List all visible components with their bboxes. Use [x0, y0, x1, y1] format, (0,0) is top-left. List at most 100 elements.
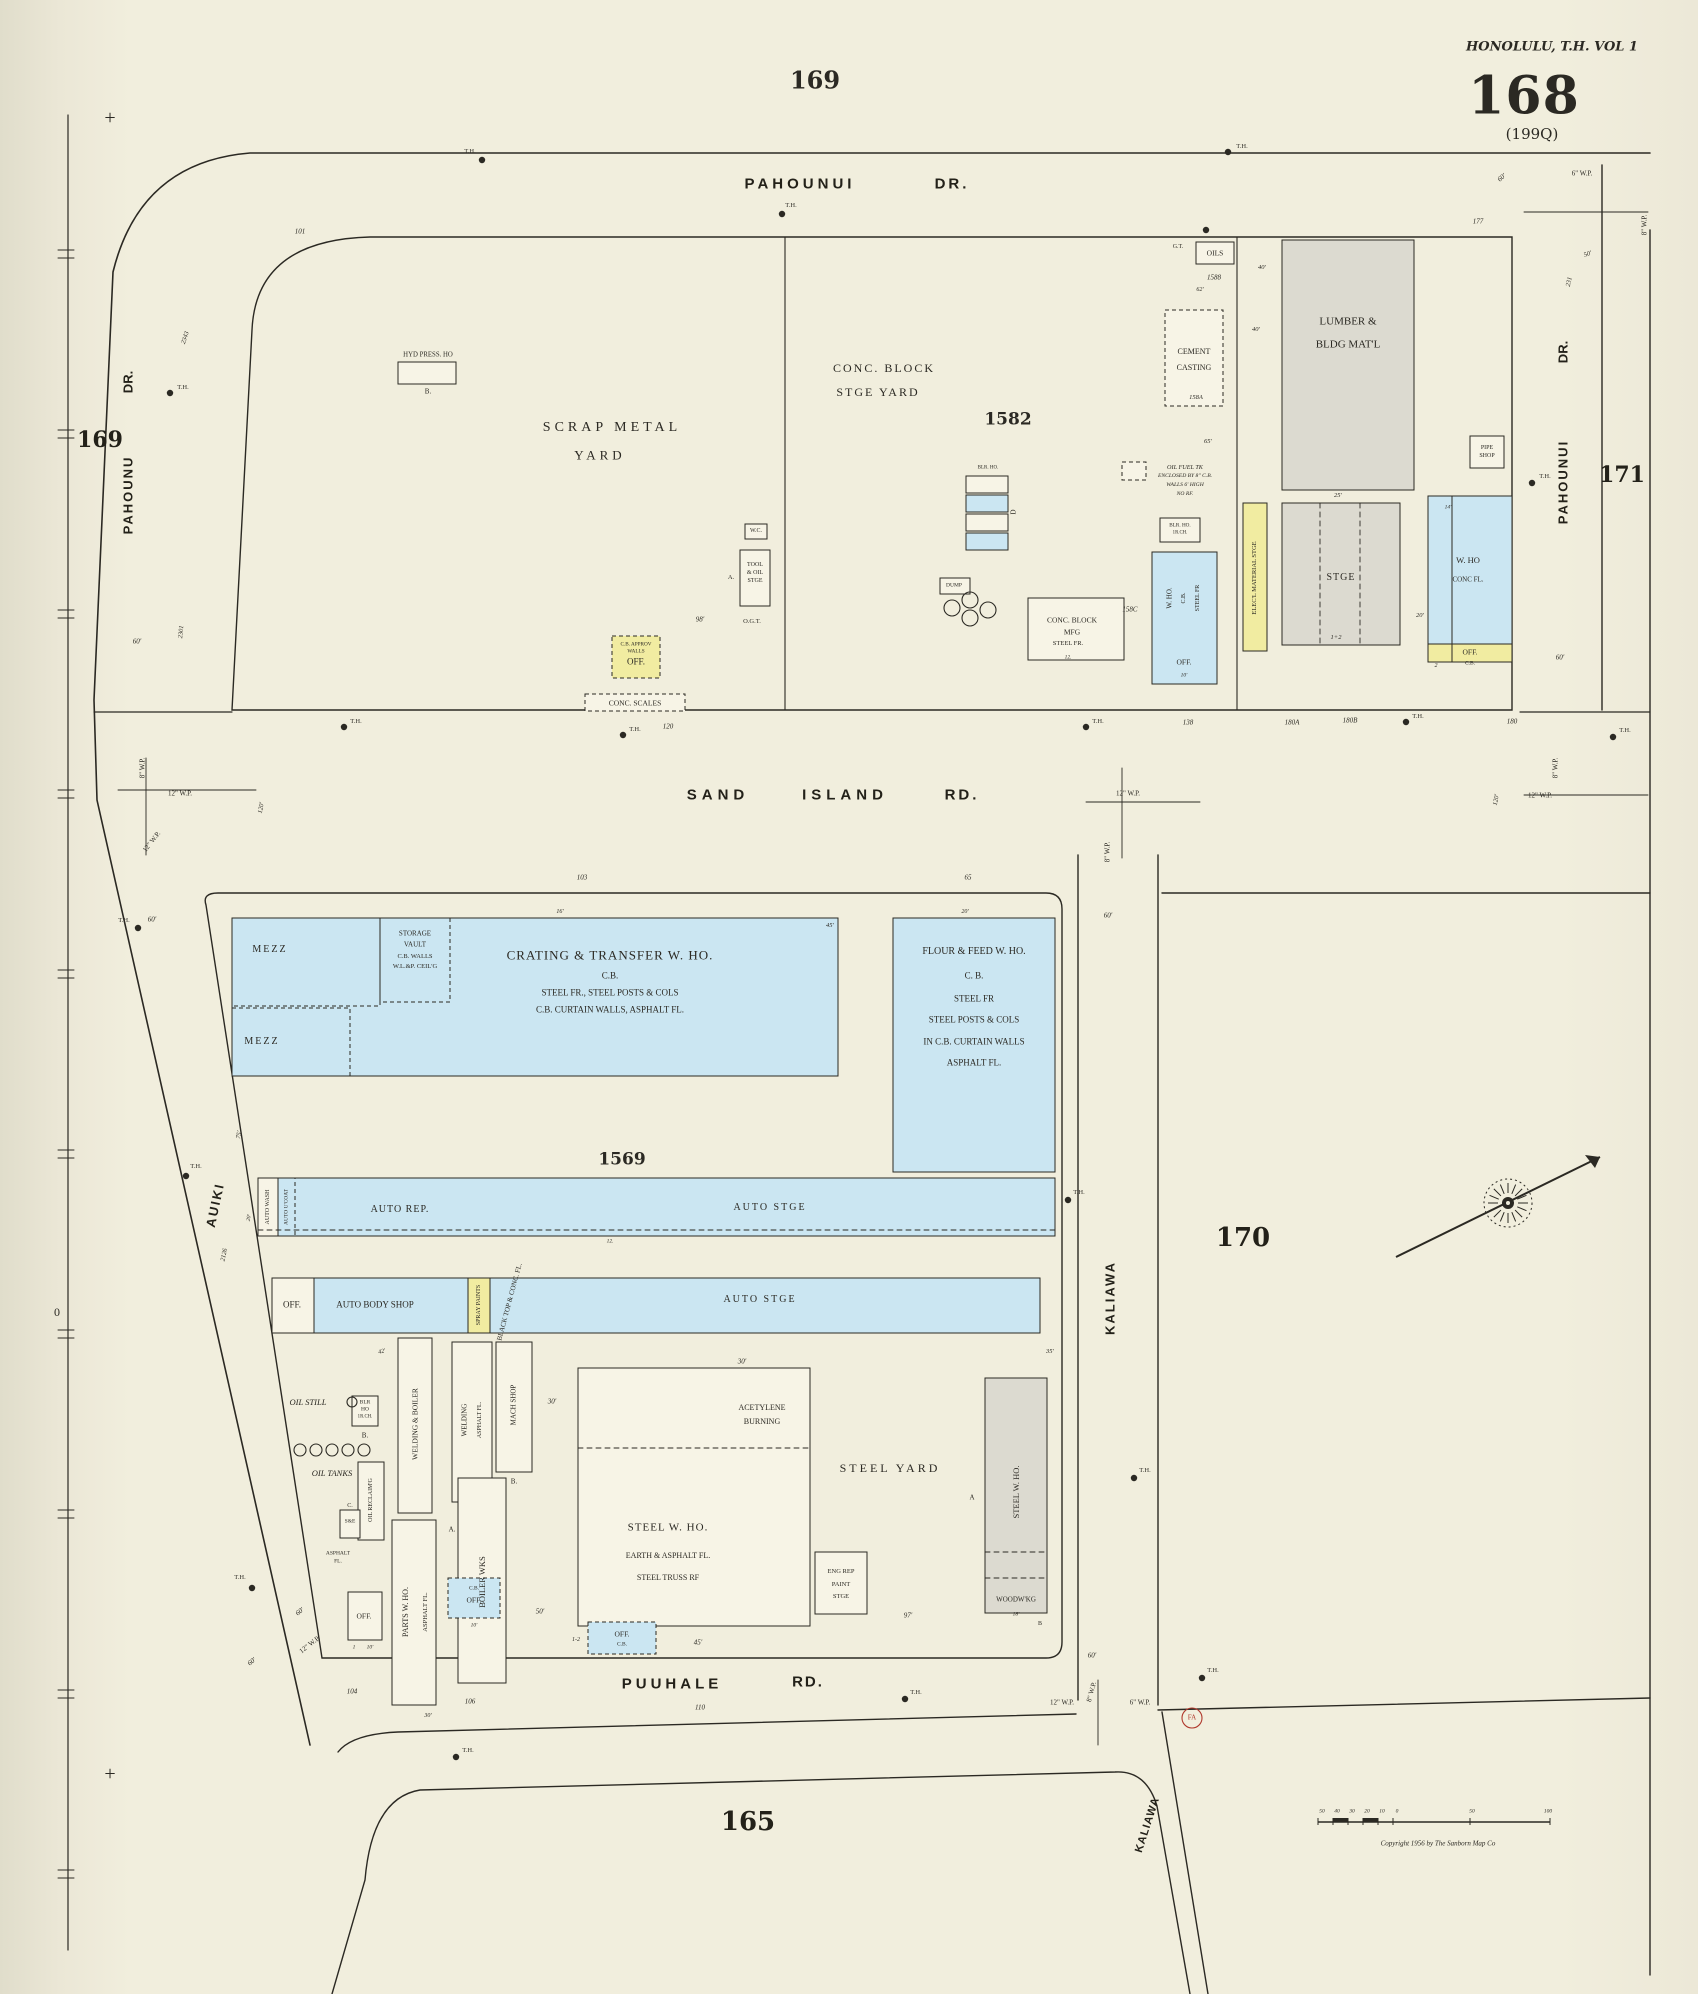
small-building	[339, 1509, 361, 1539]
map-label: ISLAND	[802, 786, 888, 804]
map-label: C.B. CURTAIN WALLS, ASPHALT FL.	[535, 1004, 685, 1015]
map-label: 2126	[219, 1247, 230, 1262]
map-label: 10	[1379, 1808, 1385, 1815]
map-label: ACETYLENE	[738, 1403, 786, 1412]
crating-transfer-warehouse	[231, 917, 839, 1077]
map-label: 120'	[1491, 793, 1501, 806]
map-label: 20'	[961, 909, 969, 915]
map-label: 98'	[695, 615, 705, 624]
map-label: 2343	[179, 330, 191, 346]
th-marker	[1224, 148, 1232, 156]
map-label: RD.	[792, 1673, 824, 1691]
map-label: 40'	[1252, 325, 1260, 333]
compass-tick	[1514, 1209, 1523, 1218]
stge	[1281, 502, 1401, 646]
steel-who-partitions	[984, 1551, 1048, 1579]
map-label: 40	[1334, 1808, 1340, 1815]
eng-rep-paint-stge	[814, 1551, 868, 1615]
map-label: STGE YARD	[836, 385, 920, 399]
map-label: T.H.	[1139, 1466, 1151, 1474]
map-label: T.H.	[1619, 726, 1631, 734]
map-label: 40'	[1258, 263, 1266, 271]
street-label-puuhale-rd: PUUHALE	[621, 1675, 723, 1693]
map-label: AUTO STGE	[733, 1202, 807, 1213]
map-label: 180A	[1284, 718, 1300, 727]
mach-shop	[495, 1341, 533, 1473]
map-label: T.H.	[1412, 712, 1424, 720]
map-label: DUMP	[946, 582, 962, 589]
th-marker	[1082, 723, 1090, 731]
map-label: AUTO BODY SHOP	[336, 1299, 414, 1310]
map-label: 1588	[1207, 273, 1221, 282]
map-label: AUTO WASH	[265, 1189, 271, 1225]
map-label: 180B	[1342, 716, 1358, 725]
map-label: DR.	[934, 175, 970, 193]
map-label: 50'	[1582, 249, 1593, 259]
map-label: MEZZ	[252, 944, 288, 955]
block-number-1582: 1582	[984, 409, 1032, 430]
map-label: 6" W.P.	[1129, 1698, 1151, 1707]
compass-arrowhead	[1585, 1155, 1600, 1168]
map-label: BLDG MAT'L	[1315, 338, 1381, 351]
map-label: 1R.CH.	[357, 1414, 373, 1420]
map-label: T.H.	[190, 1162, 202, 1170]
office	[611, 635, 661, 679]
adjacent-sheet-east: 171	[1599, 462, 1645, 488]
fire-alarm-marker: FA	[1187, 1713, 1197, 1722]
storage-vault	[379, 917, 451, 1003]
register-mark: +	[104, 1763, 116, 1785]
map-label: 2301	[177, 625, 186, 639]
map-label: ELEC'L MATERIAL STGE	[1250, 541, 1258, 615]
th-marker	[340, 723, 348, 731]
street-label-auiki: AUIKI	[202, 1181, 228, 1229]
map-label: OFF.	[1176, 657, 1192, 667]
map-label: HO	[361, 1406, 369, 1413]
map-label: 180	[1506, 717, 1518, 726]
adjacent-sheet-top: 169	[789, 65, 841, 95]
map-label: STGE	[747, 578, 763, 584]
map-label: 8" W.P.	[1103, 841, 1112, 863]
map-label: SCRAP METAL	[542, 420, 682, 435]
map-label: D	[1009, 509, 1018, 515]
map-label: 8" W.P.	[1551, 757, 1560, 779]
map-label: 20'	[245, 1214, 253, 1222]
office	[447, 1577, 501, 1619]
map-label: 12" W.P.	[1115, 789, 1141, 798]
map-label: C.	[347, 1503, 353, 1509]
map-label: OIL STILL	[289, 1396, 327, 1407]
compass-tick	[1499, 1184, 1505, 1194]
sheet-number: 168	[1468, 65, 1580, 127]
map-label: 106	[464, 1697, 476, 1706]
map-label: OFF.	[466, 1595, 482, 1605]
dump	[939, 577, 971, 595]
th-marker	[901, 1695, 909, 1703]
map-label: 45'	[826, 921, 834, 929]
map-label: KALIAWA	[1132, 1795, 1163, 1855]
mezz	[231, 917, 381, 1007]
map-label: BURNING	[743, 1417, 781, 1426]
map-label: STEEL FR	[1195, 584, 1201, 612]
map-label: ASPHALT FL.	[946, 1057, 1002, 1068]
scale-segment	[1363, 1818, 1378, 1822]
map-label: 10'	[1180, 672, 1188, 679]
map-label: T.H.	[118, 916, 130, 924]
map-label: CEMENT	[1177, 347, 1211, 356]
street-label-pahounui-east: PAHOUNUI	[1555, 439, 1571, 525]
map-label: STEEL W. HO.	[1010, 1465, 1021, 1519]
map-label: T.H.	[1092, 717, 1104, 725]
map-label: 120	[662, 722, 674, 731]
cement-casting	[1164, 309, 1224, 407]
map-label: 50	[1319, 1808, 1325, 1815]
map-label: OIL FUEL TK	[1167, 463, 1203, 471]
office	[347, 1591, 383, 1641]
map-label: YARD	[574, 447, 626, 463]
map-label: C. B.	[964, 970, 984, 981]
map-label: OIL TANKS	[311, 1467, 353, 1478]
th-marker	[1528, 479, 1536, 487]
map-label: 42'	[377, 1348, 387, 1356]
map-label: 50'	[535, 1607, 545, 1616]
map-label: WALLS	[627, 648, 645, 655]
map-label: PAINT	[831, 1580, 851, 1588]
map-label: STGE	[832, 1592, 850, 1600]
map-label: 2	[1434, 663, 1438, 669]
